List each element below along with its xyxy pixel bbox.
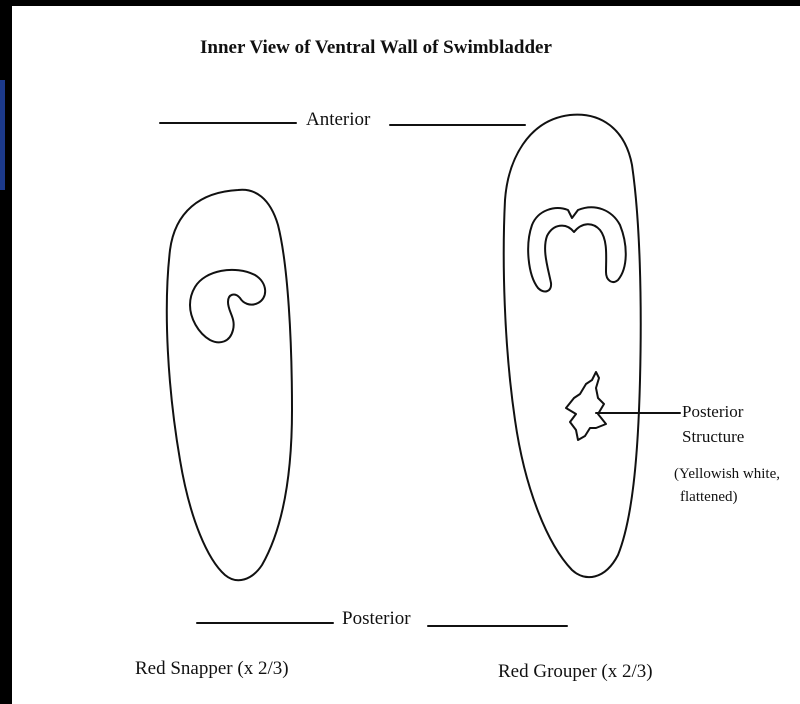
callout-label-line2: Structure <box>682 428 744 445</box>
grouper-swimbladder-outline <box>504 115 641 577</box>
callout-note-line2: flattened) <box>680 490 737 505</box>
snapper-inner-structure <box>190 270 265 342</box>
snapper-swimbladder-outline <box>167 190 292 580</box>
anterior-label: Anterior <box>306 110 370 129</box>
callout-note-line1: (Yellowish white, <box>674 467 780 482</box>
callout-label-line1: Posterior <box>682 403 743 420</box>
posterior-structure <box>566 372 606 440</box>
snapper-caption: Red Snapper (x 2/3) <box>135 659 289 678</box>
grouper-caption: Red Grouper (x 2/3) <box>498 662 653 681</box>
diagram-title: Inner View of Ventral Wall of Swimbladde… <box>200 38 552 57</box>
grouper-inner-structure <box>528 207 626 291</box>
posterior-label: Posterior <box>342 609 411 628</box>
